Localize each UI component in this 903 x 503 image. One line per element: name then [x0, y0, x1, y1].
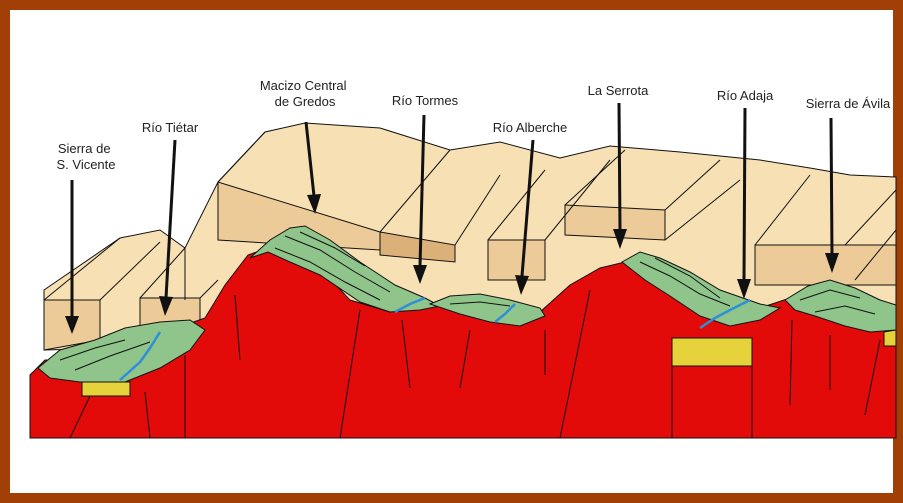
- block-front-5: [488, 240, 545, 280]
- arrow-rio-adaja: [744, 108, 745, 280]
- label-macizo-gredos: Macizo Central de Gredos: [260, 78, 350, 109]
- label-la-serrota: La Serrota: [588, 83, 649, 98]
- label-rio-tietar: Río Tiétar: [142, 120, 199, 135]
- label-rio-adaja: Río Adaja: [717, 88, 774, 103]
- label-rio-alberche: Río Alberche: [493, 120, 567, 135]
- label-sierra-vicente: Sierra de S. Vicente: [56, 141, 115, 172]
- block-front-6: [565, 205, 665, 240]
- sediment-avila: [884, 330, 896, 346]
- block-front-7: [755, 245, 896, 285]
- arrow-la-serrota: [619, 103, 620, 230]
- label-sierra-avila: Sierra de Ávila: [806, 96, 891, 111]
- label-rio-tormes: Río Tormes: [392, 93, 459, 108]
- arrow-sierra-avila: [831, 118, 832, 254]
- sediment-adaja: [672, 338, 752, 366]
- sediment-tietar: [82, 382, 130, 396]
